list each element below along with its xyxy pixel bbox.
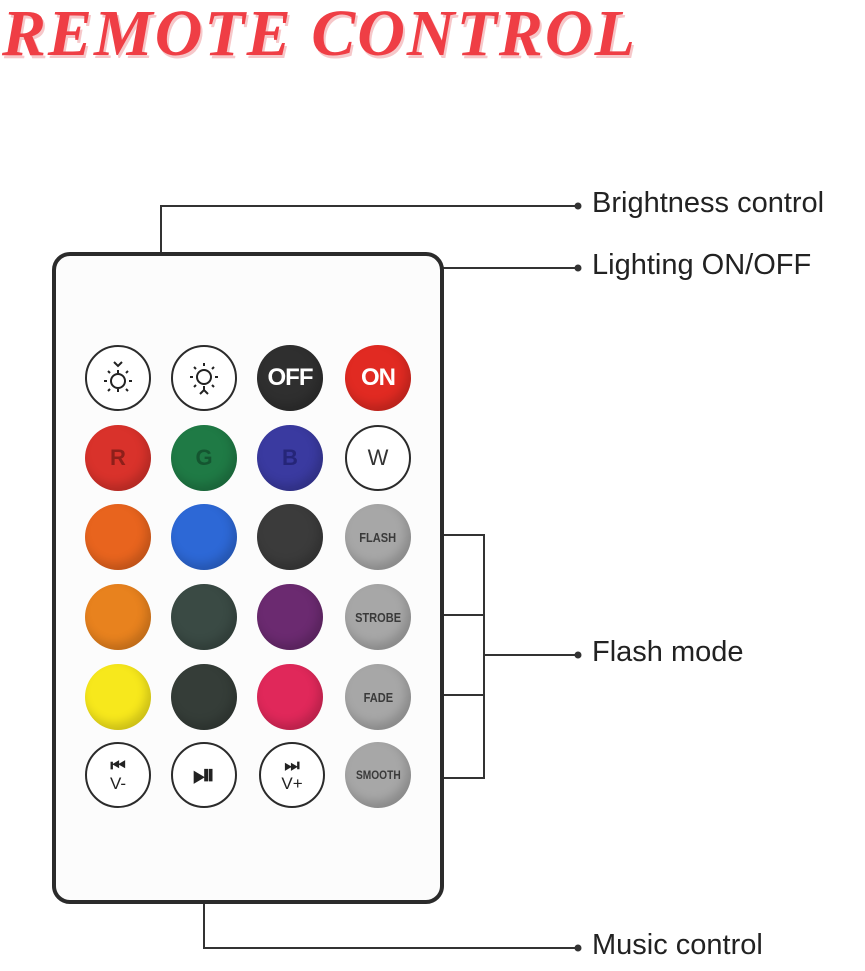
strobe-button[interactable]: STROBE <box>345 584 411 650</box>
fade-button[interactable]: FADE <box>345 664 411 730</box>
off-button[interactable]: OFF <box>257 345 323 411</box>
smooth-label: SMOOTH <box>355 768 401 782</box>
previous-volume-down-button[interactable]: ⏮ V- <box>85 742 151 808</box>
page-title: REMOTE CONTROL <box>2 0 637 70</box>
color-button-amber[interactable] <box>85 584 151 650</box>
flash-button[interactable]: FLASH <box>345 504 411 570</box>
brightness-up-button[interactable] <box>171 345 237 411</box>
green-label: G <box>195 445 213 470</box>
blue-label: B <box>282 445 298 470</box>
volume-down-label: V- <box>109 774 127 793</box>
white-button[interactable]: W <box>345 425 411 491</box>
white-label: W <box>367 445 389 470</box>
color-button-purple[interactable] <box>257 584 323 650</box>
color-button-pink[interactable] <box>257 664 323 730</box>
color-button-charcoal[interactable] <box>171 664 237 730</box>
brightness-down-button[interactable] <box>85 345 151 411</box>
red-label: R <box>110 445 126 470</box>
sun-up-icon <box>190 363 218 395</box>
brightness-control-label: Brightness control <box>592 187 825 219</box>
lighting-on-off-label: Lighting ON/OFF <box>592 249 812 281</box>
play-pause-button[interactable]: ⏯ <box>171 742 237 808</box>
smooth-button[interactable]: SMOOTH <box>345 742 411 808</box>
sun-down-icon <box>104 361 132 392</box>
blue-button[interactable]: B <box>257 425 323 491</box>
on-label: ON <box>361 364 396 391</box>
next-volume-up-button[interactable]: ⏭ V+ <box>259 742 325 808</box>
off-label: OFF <box>267 364 314 391</box>
color-button-dark-green[interactable] <box>171 584 237 650</box>
previous-icon: ⏮ <box>110 756 126 775</box>
volume-up-label: V+ <box>281 774 303 793</box>
red-button[interactable]: R <box>85 425 151 491</box>
next-icon: ⏭ <box>284 756 300 775</box>
flash-label: FLASH <box>359 529 397 545</box>
green-button[interactable]: G <box>171 425 237 491</box>
play-pause-icon: ⏯ <box>192 759 216 790</box>
strobe-label: STROBE <box>354 609 402 625</box>
color-button-light-blue[interactable] <box>171 504 237 570</box>
color-button-yellow[interactable] <box>85 664 151 730</box>
color-button-orange[interactable] <box>85 504 151 570</box>
color-button-dark[interactable] <box>257 504 323 570</box>
flash-mode-label: Flash mode <box>592 636 744 668</box>
on-button[interactable]: ON <box>345 345 411 411</box>
music-control-label: Music control <box>592 929 763 961</box>
fade-label: FADE <box>363 689 393 705</box>
